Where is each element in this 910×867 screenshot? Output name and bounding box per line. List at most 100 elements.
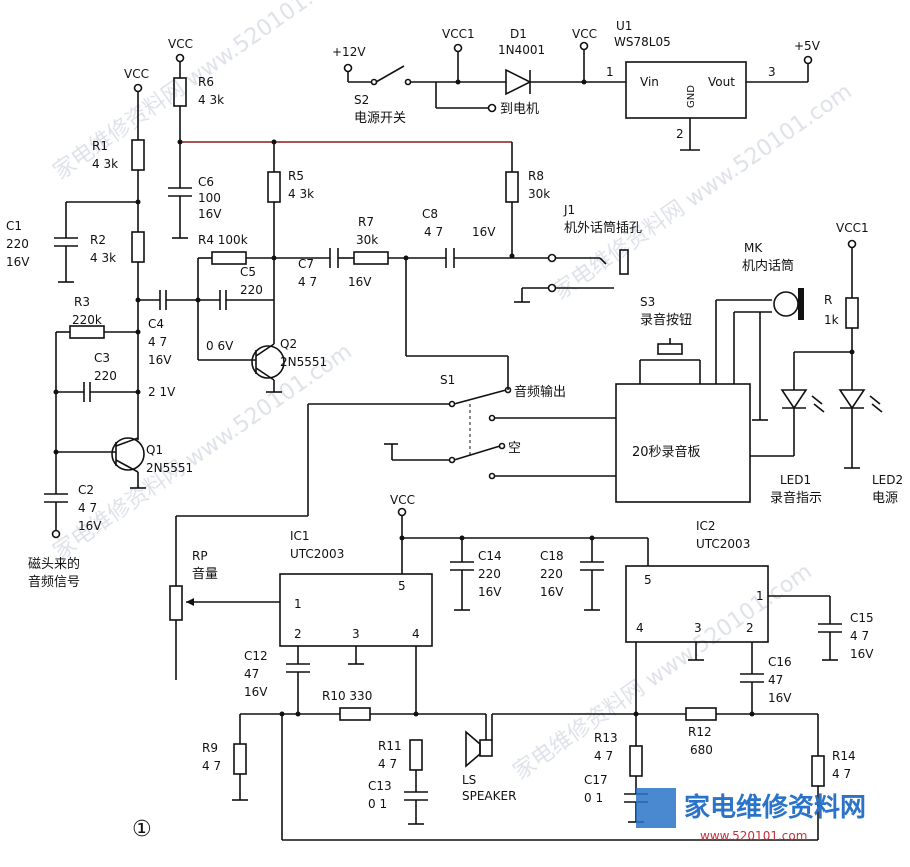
c8-voltage: 16V (472, 225, 496, 239)
q1-voltage: 2 1V (148, 385, 176, 399)
c2-label: C2 (78, 483, 94, 497)
r-label: R (824, 293, 832, 307)
c15-label: C15 (850, 611, 874, 625)
mk-desc: 机内话筒 (742, 258, 794, 274)
u1-vin: Vin (640, 75, 659, 89)
s2-label: S2 (354, 93, 369, 107)
c16-voltage: 16V (768, 691, 792, 705)
c6-value: 100 (198, 191, 221, 205)
r13-label: R13 (594, 731, 618, 745)
speaker-desc: SPEAKER (462, 789, 516, 803)
c18-label: C18 (540, 549, 564, 563)
c17-value: 0 1 (584, 791, 603, 805)
u1-pin1: 1 (606, 65, 614, 79)
r6-label: R6 (198, 75, 214, 89)
u1-part: WS78L05 (614, 35, 671, 49)
switch-and-recorder-section (175, 239, 883, 586)
led2-desc: 电源 (872, 491, 898, 506)
r5-label: R5 (288, 169, 304, 183)
ic1-pin: 4 (412, 627, 420, 641)
preamp-section (44, 53, 629, 539)
u1-pin3: 3 (768, 65, 776, 79)
led1-label: LED1 (780, 473, 811, 487)
r9-value: 4 7 (202, 759, 221, 773)
s1-output-label: 音频输出 (514, 384, 566, 400)
vcc-label: VCC (168, 37, 193, 51)
c8-label: C8 (422, 207, 438, 221)
logo-title: 家电维修资料网 (684, 792, 866, 823)
c14-value: 220 (478, 567, 501, 581)
c17-label: C17 (584, 773, 608, 787)
q2-part: 2N5551 (280, 355, 327, 369)
ic2-part: UTC2003 (696, 537, 750, 551)
figure-number: ① (132, 817, 152, 842)
c7-value: 4 7 (298, 275, 317, 289)
r6-value: 4 3k (198, 93, 224, 107)
c18-voltage: 16V (540, 585, 564, 599)
c4-value: 4 7 (148, 335, 167, 349)
q1-label: Q1 (146, 443, 163, 457)
c7-label: C7 (298, 257, 314, 271)
c6-voltage: 16V (198, 207, 222, 221)
c1-label: C1 (6, 219, 22, 233)
c7-voltage: 16V (348, 275, 372, 289)
c1-value: 220 (6, 237, 29, 251)
c18-value: 220 (540, 567, 563, 581)
ic2-pin: 2 (746, 621, 754, 635)
c3-label: C3 (94, 351, 110, 365)
c16-value: 47 (768, 673, 783, 687)
recorder-board-label: 20秒录音板 (632, 444, 701, 460)
c2-value: 4 7 (78, 501, 97, 515)
q1-part: 2N5551 (146, 461, 193, 475)
ic2-pin: 5 (644, 573, 652, 587)
logo-url: www.520101.com (700, 829, 807, 843)
c3-value: 220 (94, 369, 117, 383)
r-value: 1k (824, 313, 839, 327)
r12-label: R12 (688, 725, 712, 739)
vcc-label: VCC (572, 27, 597, 41)
mk-label: MK (744, 241, 763, 255)
r3-value: 220k (72, 313, 102, 327)
input-source-label: 音频信号 (28, 574, 80, 590)
s3-label: S3 (640, 295, 655, 309)
ic2-pin: 3 (694, 621, 702, 635)
r10-label: R10 330 (322, 689, 372, 703)
to-motor-label: 到电机 (500, 102, 539, 117)
c14-voltage: 16V (478, 585, 502, 599)
r12-value: 680 (690, 743, 713, 757)
ic1-pin: 2 (294, 627, 302, 641)
c1-voltage: 16V (6, 255, 30, 269)
vcc1-label: VCC1 (442, 27, 475, 41)
power-amp-section (169, 507, 842, 841)
plus12v-label: +12V (332, 45, 366, 59)
u1-gnd: GND (686, 85, 697, 108)
c4-label: C4 (148, 317, 164, 331)
r11-value: 4 7 (378, 757, 397, 771)
c16-label: C16 (768, 655, 792, 669)
s2-desc: 电源开关 (354, 111, 406, 126)
r8-label: R8 (528, 169, 544, 183)
r4-label: R4 100k (198, 233, 248, 247)
r7-label: R7 (358, 215, 374, 229)
vcc-label: VCC (390, 493, 415, 507)
ic1-label: IC1 (290, 529, 310, 543)
q2-label: Q2 (280, 337, 297, 351)
c13-value: 0 1 (368, 797, 387, 811)
r8-value: 30k (528, 187, 550, 201)
c12-value: 47 (244, 667, 259, 681)
c13-label: C13 (368, 779, 392, 793)
j1-label: J1 (563, 203, 575, 217)
led1-desc: 录音指示 (770, 490, 822, 506)
r2-label: R2 (90, 233, 106, 247)
c14-label: C14 (478, 549, 502, 563)
r1-label: R1 (92, 139, 108, 153)
r3-label: R3 (74, 295, 90, 309)
component-labels: VCC VCC VCC1 VCC VCC VCC1 +12V +5V S2 电源… (6, 19, 903, 842)
d1-part: 1N4001 (498, 43, 545, 57)
plus5v-label: +5V (794, 39, 821, 53)
ic1-pin: 5 (398, 579, 406, 593)
r14-value: 4 7 (832, 767, 851, 781)
watermark-text: 家电维修资料网 www.520101.com (549, 79, 857, 305)
vcc-label: VCC (124, 67, 149, 81)
